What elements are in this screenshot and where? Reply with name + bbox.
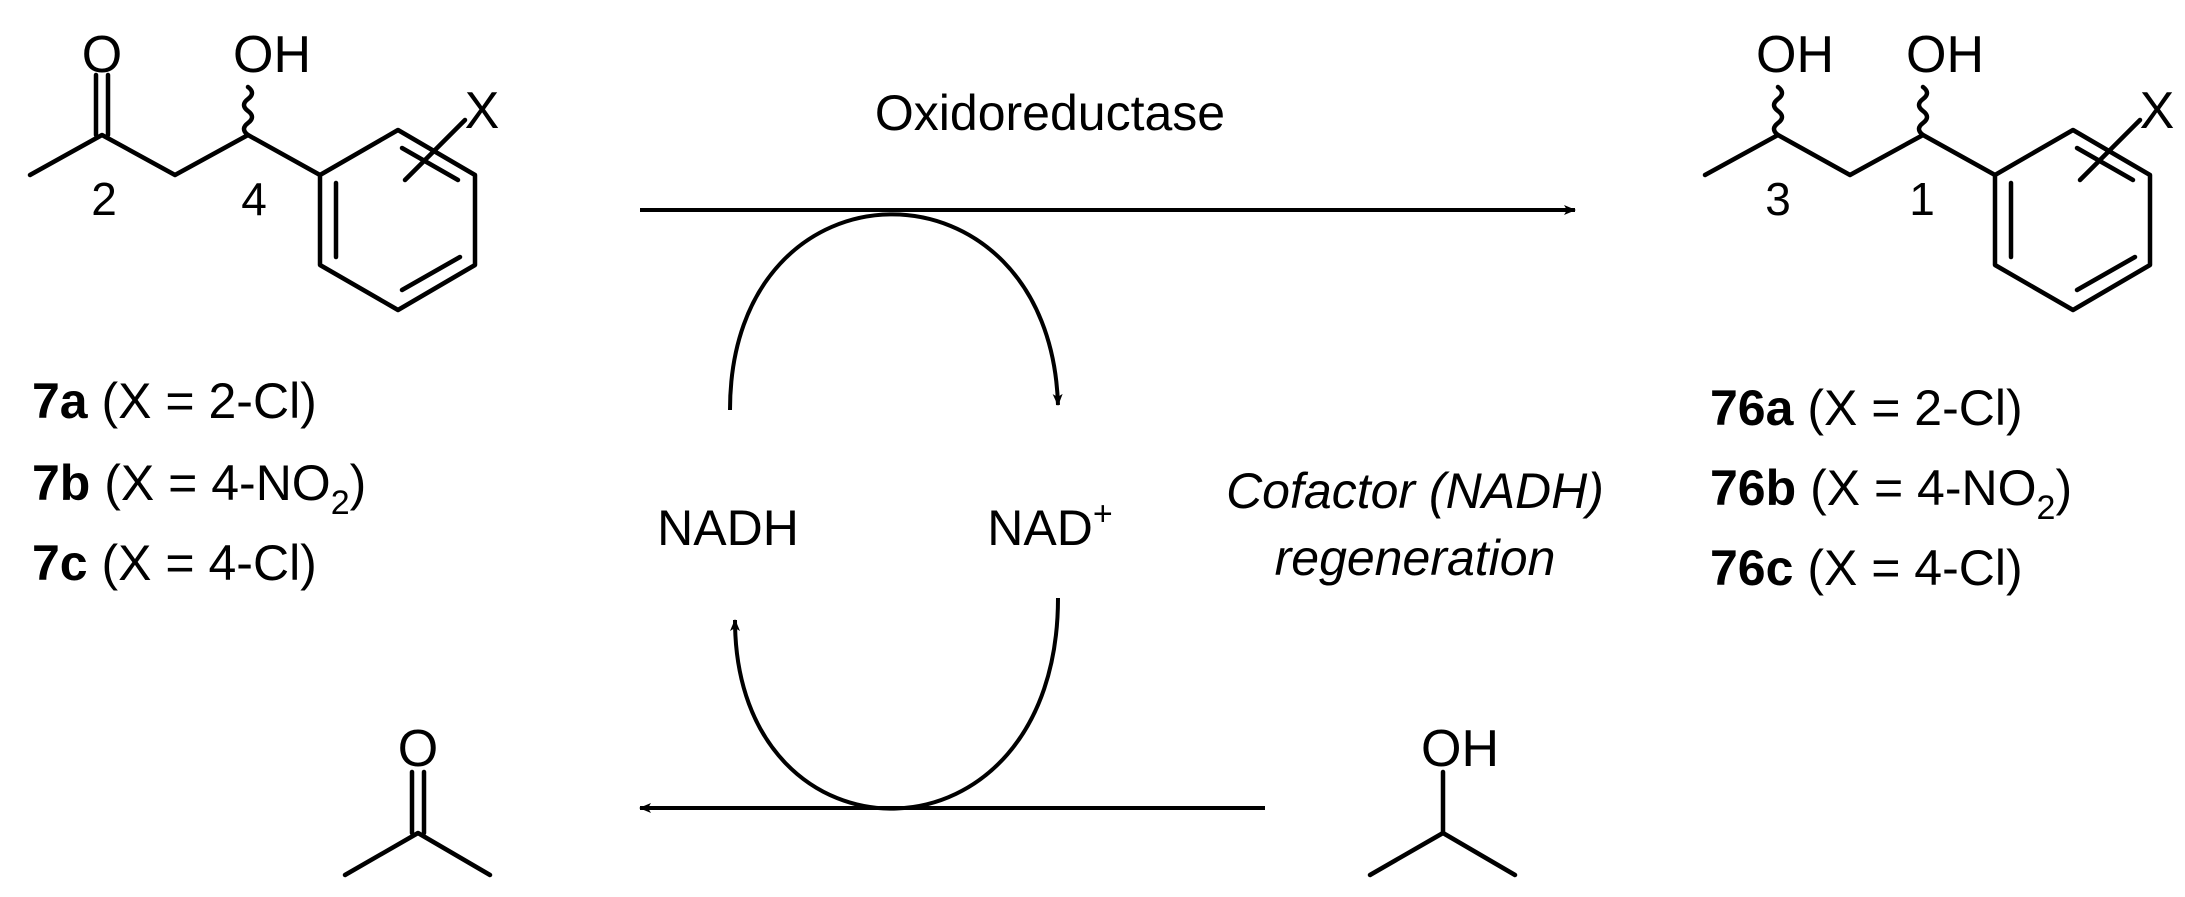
cycle-arc-bottom: [730, 597, 1060, 811]
isopropanol-structure: [1367, 769, 1518, 878]
locant-2: 2: [91, 173, 117, 225]
locant-3: 3: [1765, 173, 1791, 225]
regeneration-label-line-2: regeneration: [1275, 530, 1556, 586]
compound-label-76b: 76b (X = 4-NO2): [1710, 460, 2072, 527]
compound-label-76a: 76a (X = 2-Cl): [1710, 380, 2023, 436]
product-structure: [1702, 84, 2153, 313]
compound-label-7c: 7c (X = 4-Cl): [32, 535, 317, 591]
carbonyl-oxygen: O: [82, 26, 122, 84]
regeneration-label-line-1: Cofactor (NADH): [1226, 463, 1604, 519]
cycle-arc-top: [728, 212, 1063, 411]
isopropanol-hydroxyl: OH: [1421, 720, 1499, 778]
cofactor-nadh: NADH: [657, 500, 799, 556]
hydroxyl-label: OH: [233, 26, 311, 84]
reactant-structure: [27, 72, 478, 313]
wavy-bond: [241, 84, 255, 138]
benzene-ring: [317, 127, 478, 313]
compound-label-7b: 7b (X = 4-NO2): [32, 455, 366, 522]
compound-label-7a: 7a (X = 2-Cl): [32, 373, 317, 429]
acetone-oxygen: O: [398, 720, 438, 778]
hydroxyl-label-c3: OH: [1756, 26, 1834, 84]
hydroxyl-label-c1: OH: [1906, 26, 1984, 84]
cofactor-nad-plus: NAD+: [987, 495, 1112, 556]
acetone-structure: [342, 769, 493, 878]
benzene-ring: [1992, 127, 2153, 313]
substituent-x: X: [465, 82, 500, 140]
wavy-bond: [1916, 84, 1930, 138]
substituent-x: X: [2140, 82, 2175, 140]
compound-label-76c: 76c (X = 4-Cl): [1710, 540, 2023, 596]
wavy-bond: [1771, 84, 1785, 138]
enzyme-label: Oxidoreductase: [875, 85, 1225, 141]
locant-1: 1: [1909, 173, 1935, 225]
locant-4: 4: [241, 173, 267, 225]
